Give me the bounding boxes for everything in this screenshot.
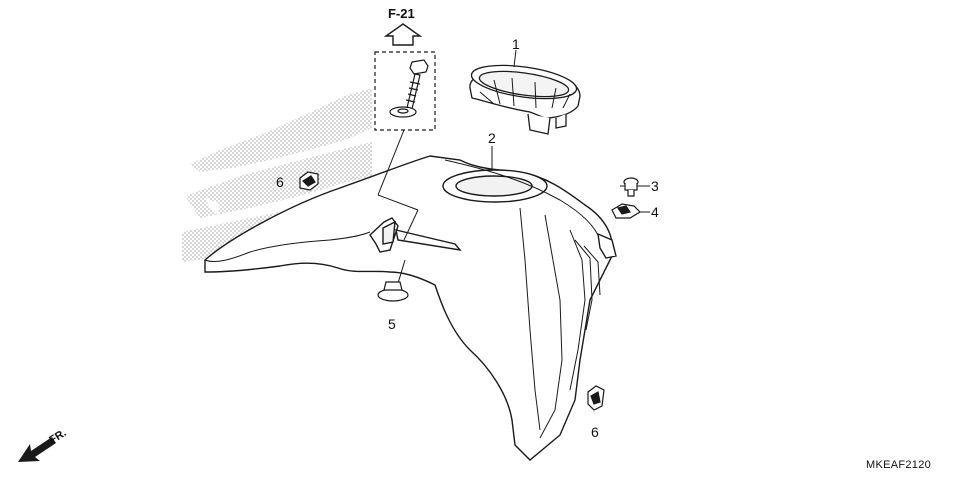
bolt-group-box xyxy=(374,51,436,131)
callout-2: 2 xyxy=(488,130,496,146)
front-direction-arrow-icon: FR. xyxy=(18,427,69,462)
bolt-part xyxy=(389,59,429,118)
callout-4: 4 xyxy=(651,204,659,220)
callout-1: 1 xyxy=(512,36,520,52)
clip-part-right xyxy=(587,385,605,411)
clip-nut-part xyxy=(611,203,641,219)
callout-6-right: 6 xyxy=(591,424,599,440)
clip-part-left xyxy=(299,171,319,191)
up-arrow-icon xyxy=(383,23,423,46)
callout-3: 3 xyxy=(651,178,659,194)
reference-label: F-21 xyxy=(388,6,415,21)
diagram-code: MKEAF2120 xyxy=(866,459,932,471)
screw-part xyxy=(623,177,639,197)
filler-ring-part xyxy=(469,64,581,135)
callout-6-left: 6 xyxy=(276,174,284,190)
tank-cover-part xyxy=(204,155,617,461)
callout-5: 5 xyxy=(388,316,396,332)
grommet-part xyxy=(377,281,409,302)
